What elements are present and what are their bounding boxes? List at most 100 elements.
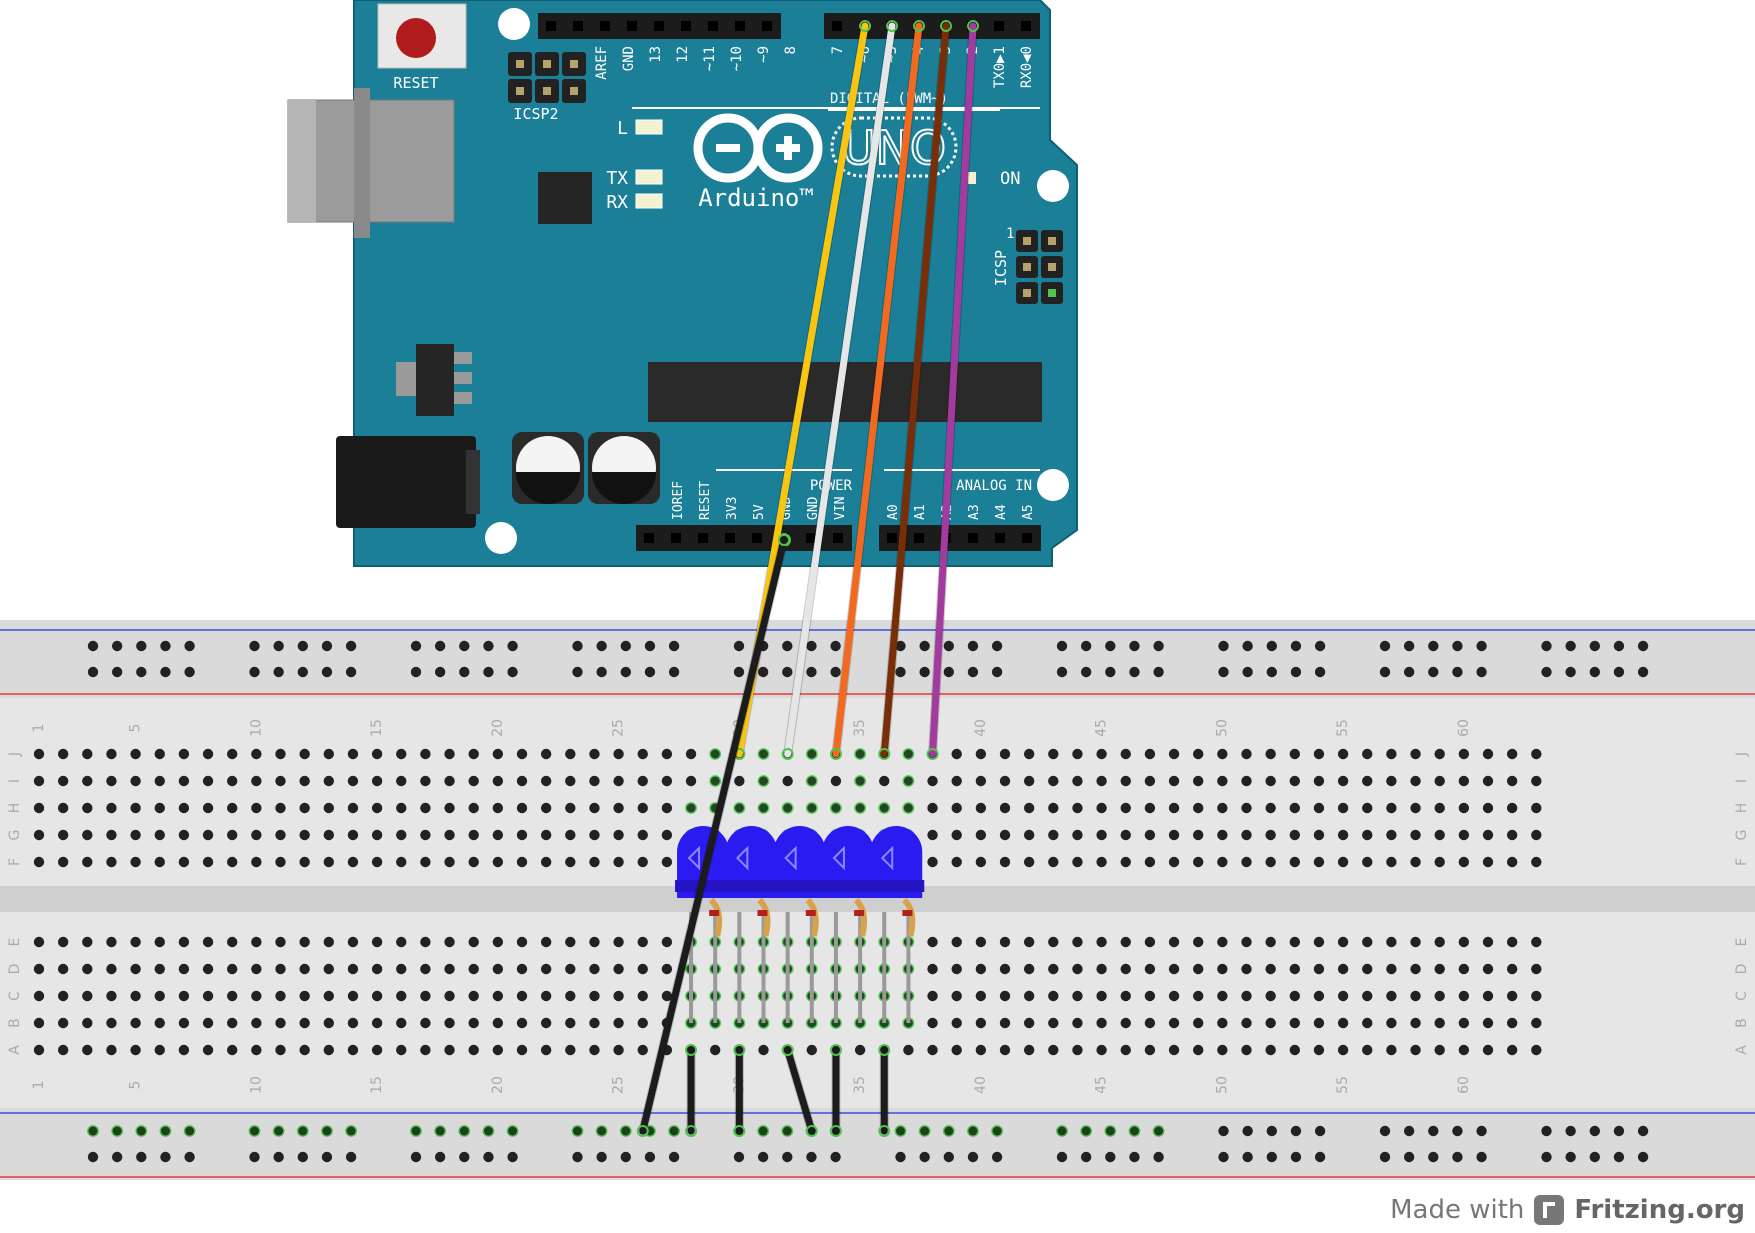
- rail-hole: [297, 1151, 308, 1163]
- breadboard-hole: [613, 1017, 624, 1029]
- breadboard-hole: [396, 990, 407, 1002]
- breadboard-hole: [1241, 990, 1252, 1002]
- breadboard-hole: [1434, 856, 1445, 868]
- breadboard-hole: [1048, 1017, 1059, 1029]
- regulator-lead: [454, 372, 472, 384]
- breadboard-hole: [1096, 1044, 1107, 1056]
- breadboard-hole: [1531, 936, 1542, 948]
- rail-hole: [943, 1151, 954, 1163]
- breadboard-hole: [347, 748, 359, 760]
- breadboard-hole: [227, 775, 238, 787]
- breadboard-hole: [275, 829, 286, 841]
- rail-hole: [434, 1151, 446, 1163]
- breadboard-hole: [33, 963, 45, 975]
- rail-hole: [919, 1151, 930, 1163]
- breadboard-hole: [251, 775, 262, 787]
- digital-label: DIGITAL (PWM~): [830, 91, 948, 107]
- breadboard-hole: [323, 1044, 334, 1056]
- breadboard-hole: [468, 802, 479, 814]
- breadboard-hole: [1531, 1044, 1542, 1056]
- column-number: 45: [1094, 719, 1110, 737]
- icsp-pin-contact: [1048, 263, 1056, 271]
- column-number: 10: [248, 1076, 264, 1094]
- breadboard-hole: [1048, 963, 1059, 975]
- rail-hole: [757, 1125, 770, 1137]
- breadboard-hole: [227, 936, 238, 948]
- rail-hole: [1428, 1151, 1439, 1163]
- breadboard-hole: [1120, 802, 1131, 814]
- breadboard-hole: [468, 856, 479, 868]
- rail-hole: [410, 1125, 422, 1137]
- breadboard-hole: [1434, 748, 1445, 760]
- power-pin-label: 5V: [752, 504, 767, 520]
- led-die: [735, 845, 749, 871]
- breadboard-hole: [830, 775, 842, 787]
- rail-hole: [345, 1151, 357, 1163]
- breadboard-hole: [1023, 963, 1035, 975]
- rail-hole: [733, 1151, 745, 1163]
- breadboard-hole: [82, 936, 93, 948]
- breadboard-hole: [975, 775, 987, 787]
- icsp-pin-contact: [1048, 289, 1056, 297]
- breadboard-hole: [130, 829, 141, 841]
- rail-hole: [942, 1125, 955, 1137]
- breadboard-hole: [347, 775, 359, 787]
- digital-left-pin: [627, 21, 637, 31]
- row-letter: E: [1734, 938, 1750, 947]
- breadboard-hole: [1217, 963, 1228, 975]
- breadboard-hole: [1362, 1017, 1373, 1029]
- breadboard-hole: [106, 802, 117, 814]
- breadboard-hole: [685, 748, 697, 760]
- breadboard-hole: [1289, 990, 1301, 1002]
- breadboard-hole: [492, 963, 504, 975]
- breadboard-hole: [975, 990, 987, 1002]
- breadboard-hole: [227, 829, 238, 841]
- row-letter: D: [7, 964, 23, 975]
- breadboard-hole: [1193, 748, 1204, 760]
- breadboard-hole: [1168, 936, 1180, 948]
- digital-pin-label: ~10: [729, 46, 745, 71]
- breadboard-hole: [1289, 856, 1301, 868]
- breadboard-hole: [1072, 802, 1083, 814]
- breadboard-hole: [106, 829, 117, 841]
- reset-button: [396, 18, 436, 58]
- digital-pin-label: ~9: [756, 46, 772, 63]
- breadboard-hole: [1458, 1044, 1470, 1056]
- breadboard-hole: [299, 856, 310, 868]
- breadboard-hole: [371, 775, 383, 787]
- breadboard-hole: [927, 963, 938, 975]
- breadboard-hole: [1168, 856, 1180, 868]
- breadboard-hole: [999, 1017, 1011, 1029]
- breadboard-hole: [1144, 775, 1156, 787]
- breadboard-hole: [540, 856, 552, 868]
- breadboard-hole: [82, 990, 93, 1002]
- rail-hole: [87, 666, 99, 678]
- rail-hole: [1314, 1151, 1326, 1163]
- breadboard-hole: [130, 775, 141, 787]
- breadboard-hole: [57, 748, 69, 760]
- arduino-uno-board: RESETICSP2AREFGND1312~11~10~987~6~54~32T…: [287, 0, 1078, 567]
- breadboard-hole: [33, 990, 45, 1002]
- rail-hole: [967, 666, 979, 678]
- digital-left-pin: [762, 21, 772, 31]
- breadboard-hole: [1506, 1017, 1518, 1029]
- breadboard-hole: [106, 963, 117, 975]
- breadboard-hole: [1265, 990, 1276, 1002]
- breadboard-hole: [1072, 775, 1083, 787]
- breadboard-hole: [1386, 802, 1397, 814]
- breadboard-hole: [33, 1017, 45, 1029]
- wire-brown-end: [940, 20, 952, 32]
- breadboard-hole: [202, 748, 214, 760]
- breadboard-hole: [275, 936, 286, 948]
- jumper-wire-end: [781, 1044, 794, 1056]
- breadboard-hole: [1531, 856, 1542, 868]
- breadboard-hole: [227, 1044, 238, 1056]
- rail-hole: [1314, 1125, 1326, 1137]
- breadboard-hole: [661, 990, 673, 1002]
- rail-hole: [895, 666, 906, 678]
- breadboard-hole: [1434, 829, 1445, 841]
- breadboard-hole: [202, 963, 214, 975]
- digital-pin-label: 8: [783, 46, 799, 54]
- rail-hole: [1379, 1125, 1391, 1137]
- voltage-regulator-tab: [396, 362, 416, 396]
